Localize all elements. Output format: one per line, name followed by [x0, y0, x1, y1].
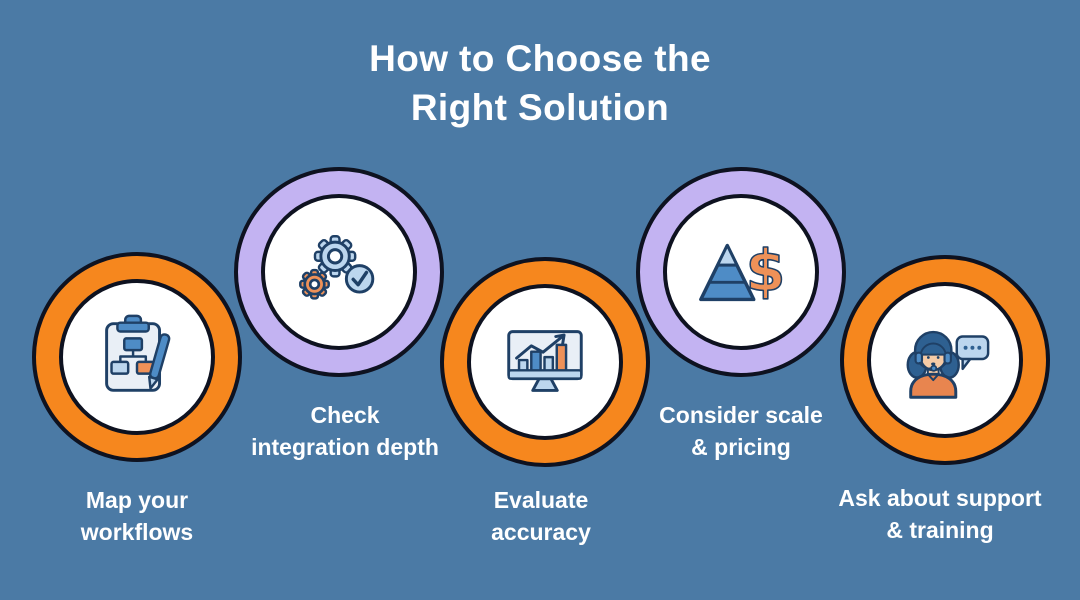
step-2-label-line-1: Check — [310, 402, 380, 428]
step-5-ring — [840, 255, 1050, 465]
title-line-1: How to Choose the — [369, 38, 711, 79]
gears-checkmark-icon — [299, 235, 375, 300]
step-1-circle — [59, 279, 215, 435]
step-4-ring: $ — [636, 167, 846, 377]
dollar-sign-icon: $ — [746, 239, 786, 305]
step-4-label-line-2: & pricing — [691, 434, 791, 460]
step-2-ring — [234, 167, 444, 377]
step-2-label-line-2: integration depth — [251, 434, 439, 460]
checkmark-circle-icon — [344, 264, 375, 294]
step-5-label: Ask about support & training — [775, 482, 1080, 546]
support-agent-icon — [906, 330, 990, 399]
title-line-2: Right Solution — [410, 87, 670, 128]
step-4-label-line-1: Consider scale — [659, 402, 823, 428]
step-1-label-line-2: workflows — [80, 519, 194, 545]
step-2-circle — [261, 194, 417, 350]
pen-icon — [147, 333, 171, 390]
page-title: How to Choose the Right Solution — [0, 34, 1080, 132]
speech-bubble-icon — [955, 335, 990, 371]
large-gear-icon — [313, 235, 357, 278]
step-1-label-line-1: Map your — [85, 487, 189, 513]
step-1-label: Map your workflows — [0, 484, 302, 548]
step-4-circle: $ — [663, 194, 819, 350]
step-2-label: Check integration depth — [180, 399, 510, 463]
small-gear-icon — [299, 268, 330, 300]
monitor-bar-chart-icon — [507, 330, 583, 392]
pyramid-dollar-icon: $ — [699, 238, 786, 305]
clipboard-flowchart-icon — [105, 314, 171, 392]
step-3-circle — [467, 284, 623, 440]
step-1-ring — [32, 252, 242, 462]
step-5-label-line-2: & training — [886, 517, 994, 543]
step-3-label-line-1: Evaluate — [493, 487, 589, 513]
step-5-label-line-1: Ask about support — [838, 485, 1042, 511]
step-5-circle — [867, 282, 1023, 438]
step-3-label-line-2: accuracy — [491, 519, 591, 545]
step-3-label: Evaluate accuracy — [376, 484, 706, 548]
step-3-ring — [440, 257, 650, 467]
step-4-label: Consider scale & pricing — [576, 399, 906, 463]
